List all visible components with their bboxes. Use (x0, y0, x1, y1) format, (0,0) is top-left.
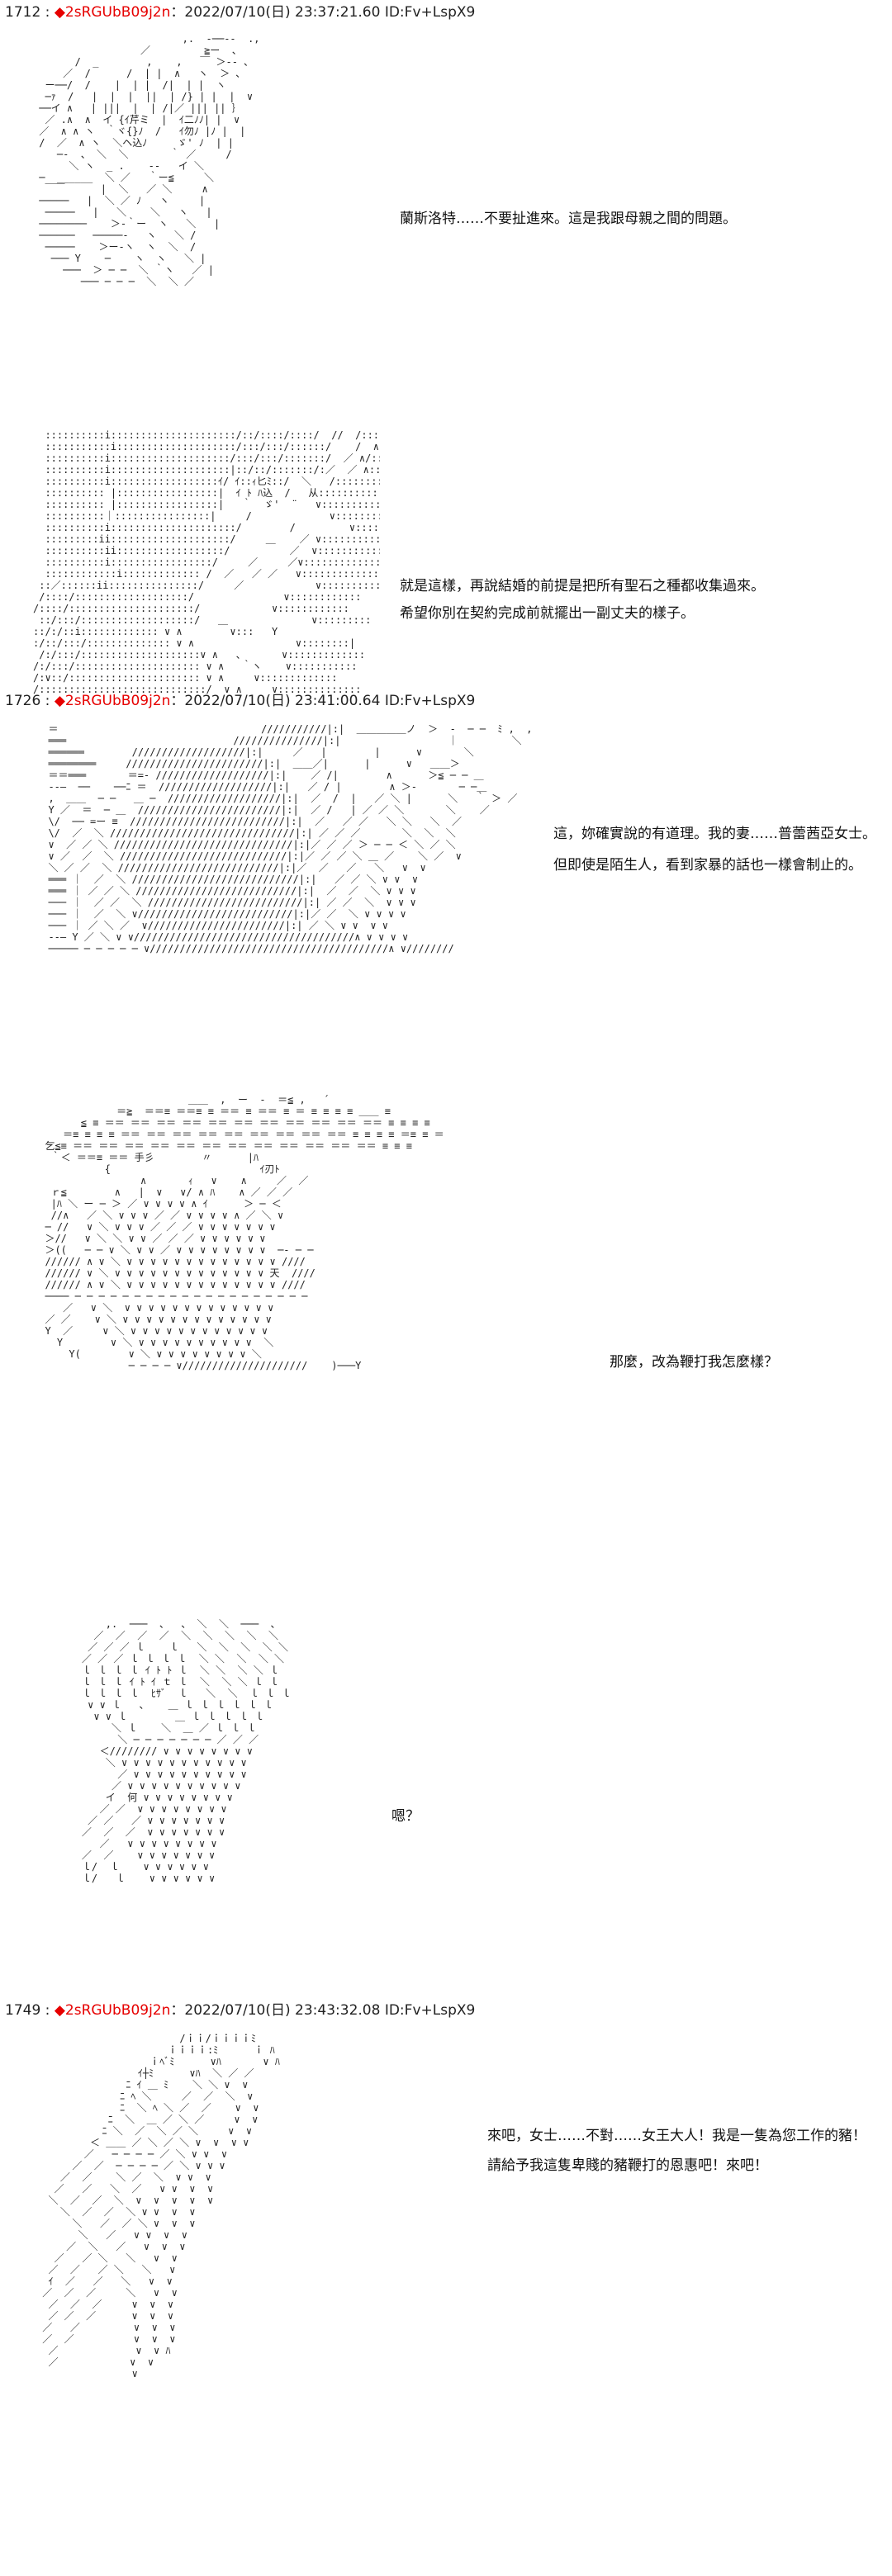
post-header-1712: 1712 : ◆2sRGUbB09j2n：2022/07/10(日) 23:37… (5, 3, 475, 21)
ascii-art-5: ,. ─── 、 、 ＼ ＼ ─── 、 ／ ／ ／ ／ ＼ ＼ ＼ ＼ ＼ ／… (81, 1618, 292, 1884)
dialog-line: 但即使是陌生人，看到家暴的話也一樣會制止的。 (553, 857, 862, 874)
dialog-line: 就是這樣，再說結婚的前提是把所有聖石之種都收集過來。 (400, 578, 765, 594)
dialog-line: 這，妳確實說的有道理。我的妻……普蕾茜亞女士。 (553, 826, 876, 842)
post-meta: ：2022/07/10(日) 23:43:32.08 ID:Fv+LspX9 (170, 2002, 476, 2019)
ascii-art-3: ＝ ///////////|:| ＿＿＿＿＿ノ ＞ - ─ ─ ﾐ , , ══… (48, 723, 533, 954)
post-meta: ：2022/07/10(日) 23:41:00.64 ID:Fv+LspX9 (170, 693, 476, 709)
dialog-line: 那麼，改為鞭打我怎麼樣？ (610, 1354, 778, 1371)
post-meta: ：2022/07/10(日) 23:37:21.60 ID:Fv+LspX9 (170, 4, 476, 21)
ascii-art-6: /ｉｉ/ｉｉｉｉﾐ ｉｉｉｉ:ﾐ ｉ ﾊ ｉﾍﾞﾐ ∨ﾊ ∨ ﾊ ｲ┼ﾐ ∨ﾊ … (42, 2033, 280, 2379)
post-number: 1749 : (5, 2002, 50, 2019)
post-number: 1712 : (5, 4, 50, 21)
dialog-line: 請給予我這隻卑賤的豬鞭打的恩惠吧！來吧！ (487, 2157, 768, 2174)
dialog-line: 蘭斯洛特……不要扯進來。這是我跟母親之間的問題。 (400, 211, 737, 227)
post-header-1726: 1726 : ◆2sRGUbB09j2n：2022/07/10(日) 23:41… (5, 692, 475, 710)
ascii-art-1: ,. -──‐- ., ／ ≧ー 、 / _ , , ￣ ＞-- ､ ／ / /… (39, 33, 260, 287)
tripcode-link[interactable]: 2sRGUbB09j2n (64, 2002, 171, 2019)
post-header-1749: 1749 : ◆2sRGUbB09j2n：2022/07/10(日) 23:43… (5, 2001, 475, 2020)
ascii-art-2: ::::::::::i:::::::::::::::::::::/::/::::… (33, 429, 380, 695)
trip-diamond-icon: ◆ (54, 693, 65, 709)
tripcode-link[interactable]: 2sRGUbB09j2n (64, 693, 171, 709)
dialog-line: 嗯？ (391, 1808, 420, 1825)
dialog-line: 來吧，女士……不對……女王大人！我是一隻為您工作的豬！ (487, 2128, 866, 2144)
dialog-line: 希望你別在契約完成前就擺出一副丈夫的樣子。 (400, 605, 695, 622)
trip-diamond-icon: ◆ (54, 2002, 65, 2019)
tripcode-link[interactable]: 2sRGUbB09j2n (64, 4, 171, 21)
trip-diamond-icon: ◆ (54, 4, 65, 21)
ascii-art-4: ＿＿ , ー ‐ ＝≦ , ´ ＝≧ ＝＝≡ ＝＝≡ ≡ ＝＝ ≡ ＝＝ ≡ ＝… (45, 1094, 444, 1371)
post-number: 1726 : (5, 693, 50, 709)
